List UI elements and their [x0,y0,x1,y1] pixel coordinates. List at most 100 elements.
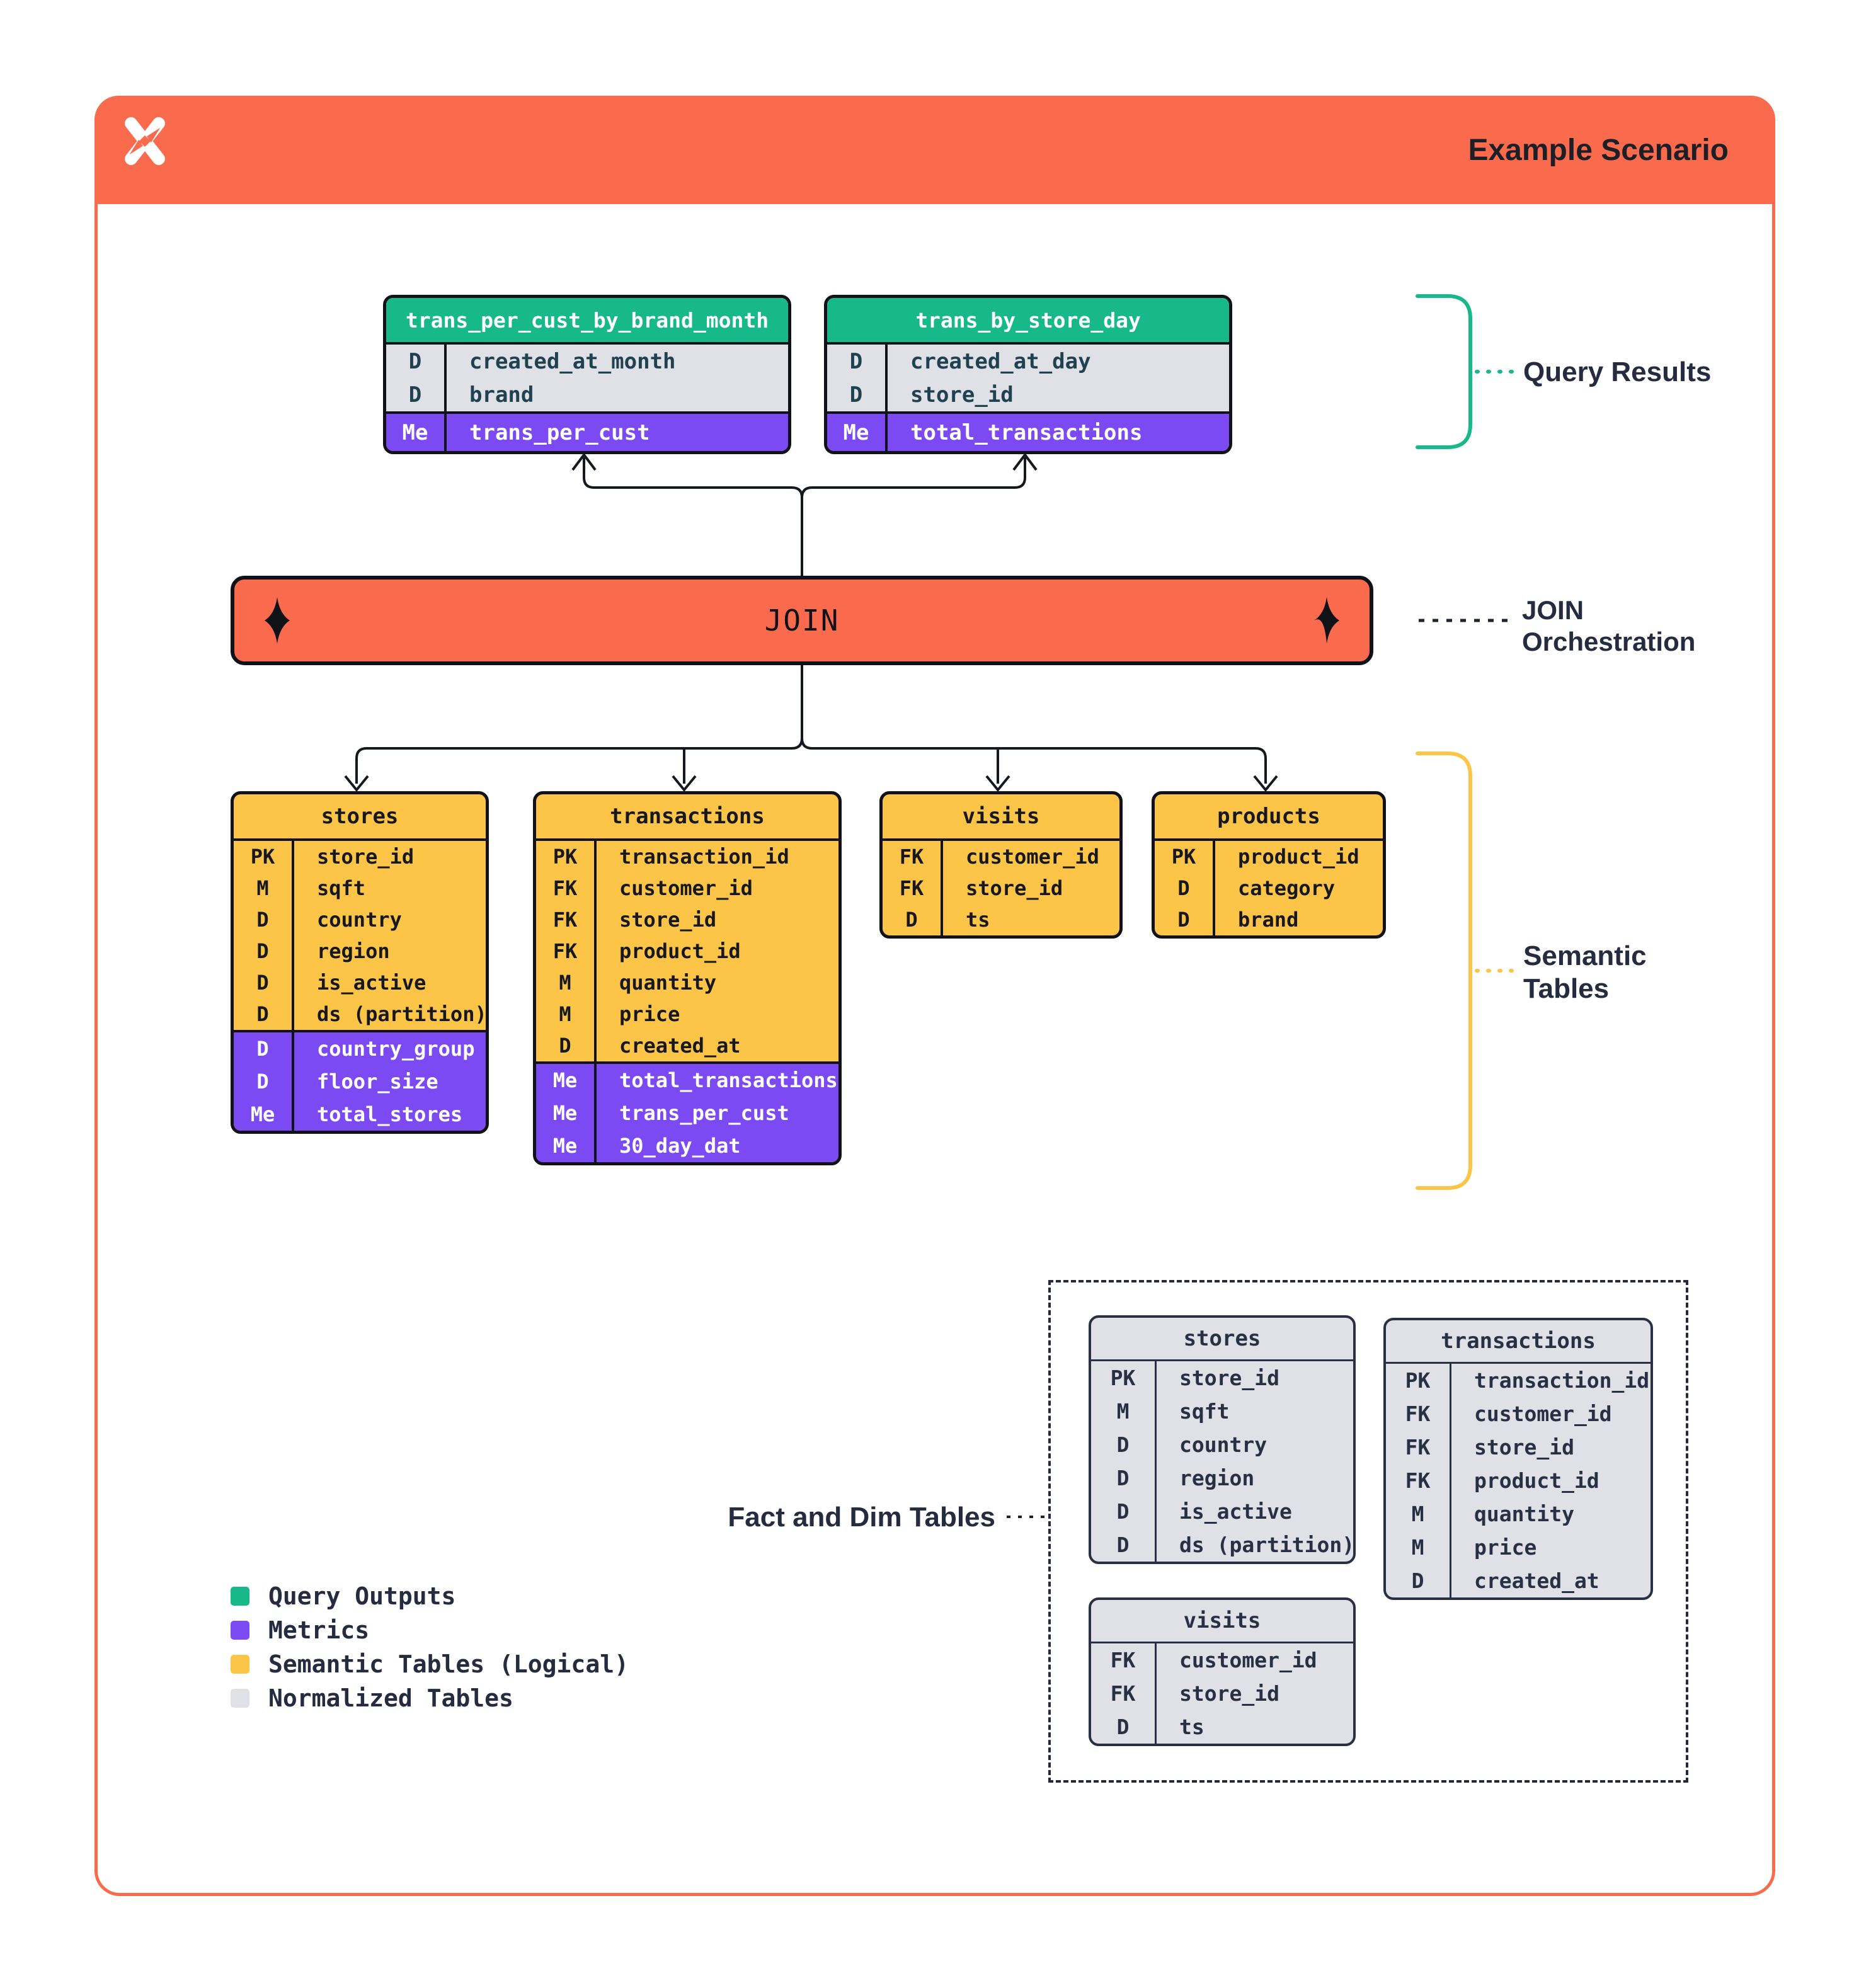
field-tag: Me [536,1064,597,1097]
field-tag: D [234,998,294,1030]
field-name: price [619,1002,680,1026]
field-tag: D [1155,872,1215,904]
table-title: transactions [1386,1320,1651,1364]
field-name: floor_size [317,1070,438,1094]
table-row: D store_id [827,378,1229,411]
table-row: PK store_id [234,841,486,872]
field-name: store_id [317,845,415,869]
legend-label: Normalized Tables [268,1684,513,1712]
table-row: D brand [386,378,788,411]
field-tag: D [1091,1495,1157,1528]
field-tag: FK [536,904,597,935]
table-row: Me total_transactions [827,414,1229,451]
field-name: brand [1238,908,1299,932]
fact-dim-group-box [1048,1280,1688,1783]
field-tag: D [234,1032,294,1065]
field-name: 30_day_dat [619,1134,741,1158]
table-title: transactions [536,794,838,841]
field-name: store_id [910,382,1014,408]
table-row: Me trans_per_cust [386,414,788,451]
legend-swatch [231,1621,249,1640]
field-tag: D [1091,1428,1157,1461]
field-tag: M [536,967,597,998]
field-tag: D [827,345,888,378]
field-name: store_id [1474,1435,1574,1460]
sparkle-diamond-icon [265,597,290,644]
field-name: created_at [619,1034,741,1058]
semantic-tables-label: Semantic Tables [1523,940,1647,1004]
field-tag: PK [1155,841,1215,872]
legend-item-semantic-tables: Semantic Tables (Logical) [231,1650,629,1678]
field-tag: D [536,1030,597,1061]
field-name: customer_id [966,845,1099,869]
field-name: sqft [317,876,366,900]
field-tag: Me [536,1097,597,1129]
field-tag: D [1091,1710,1157,1744]
field-name: store_id [1179,1366,1279,1390]
field-tag: M [1091,1395,1157,1428]
field-tag: D [883,904,943,935]
table-row: D created_at_month [386,345,788,378]
field-tag: D [234,1065,294,1098]
field-tag: FK [1386,1397,1451,1431]
table-title: visits [883,794,1119,841]
field-name: ds (partition) [1179,1533,1355,1557]
field-tag: Me [827,414,888,451]
field-tag: FK [536,872,597,904]
field-name: region [1179,1466,1255,1490]
field-tag: Me [386,414,447,451]
field-tag: PK [1386,1364,1451,1397]
table-title: trans_per_cust_by_brand_month [386,298,788,345]
field-name: country [1179,1432,1267,1457]
field-name: price [1474,1535,1537,1560]
query-table-trans-per-cust-by-brand-month: trans_per_cust_by_brand_month D created_… [383,295,791,454]
field-name: quantity [1474,1502,1574,1526]
field-tag: D [386,345,447,378]
field-tag: FK [1091,1643,1157,1677]
field-tag: Me [536,1129,597,1162]
legend-swatch [231,1587,249,1606]
field-name: category [1238,876,1336,900]
table-title: visits [1091,1600,1353,1643]
query-table-trans-by-store-day: trans_by_store_day D created_at_day D st… [824,295,1232,454]
field-tag: FK [1386,1431,1451,1464]
field-tag: PK [1091,1361,1157,1395]
field-name: sqft [1179,1399,1230,1424]
field-name: ts [966,908,990,932]
field-name: is_active [317,971,426,995]
field-name: ts [1179,1715,1204,1739]
field-tag: PK [234,841,294,872]
table-row: FK store_id [1386,1431,1651,1464]
legend-item-metrics: Metrics [231,1616,369,1644]
field-tag: D [234,935,294,967]
card-header: Example Scenario [94,96,1775,204]
query-results-label: Query Results [1523,357,1712,387]
